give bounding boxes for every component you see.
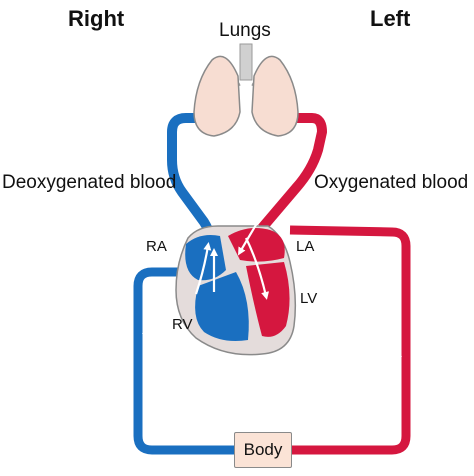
body-box: Body	[234, 432, 292, 468]
lungs-shape	[193, 43, 299, 137]
pulmonary-vein-path	[258, 113, 327, 232]
rv-label: RV	[172, 316, 193, 333]
systemic-artery-path	[289, 225, 411, 455]
lv-label: LV	[300, 290, 318, 307]
right-side-label: Right	[68, 6, 125, 31]
lungs-label: Lungs	[219, 20, 271, 41]
systemic-vein-path	[133, 267, 234, 455]
flow-arrow-ra	[194, 242, 212, 295]
left-side-label: Left	[370, 6, 411, 31]
deoxygenated-blood-label: Deoxygenated blood	[2, 172, 177, 193]
la-label: LA	[296, 238, 315, 255]
right-ventricle	[195, 272, 249, 341]
oxygenated-blood-label: Oxygenated blood	[314, 172, 469, 193]
flow-arrow-la	[238, 161, 297, 256]
ra-label: RA	[146, 238, 167, 255]
flow-arrow-lv	[245, 237, 269, 300]
